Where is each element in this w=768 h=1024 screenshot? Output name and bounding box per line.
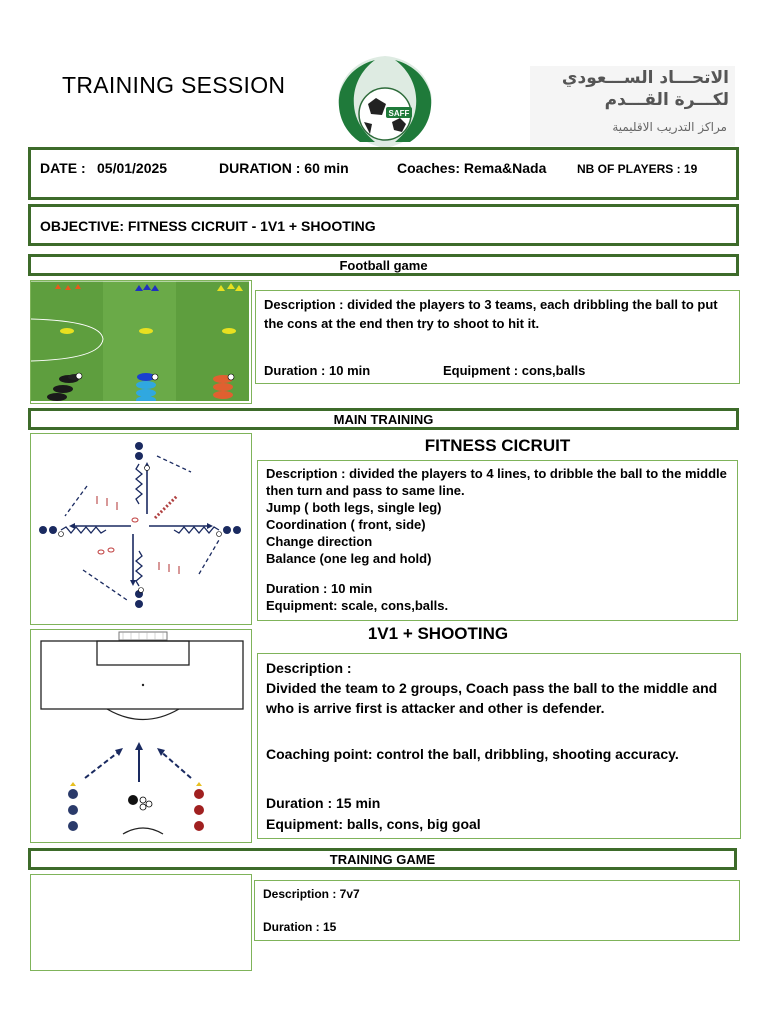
fitness-duration: Duration : 10 min — [266, 581, 373, 596]
training-game-duration: Duration : 15 — [263, 920, 337, 934]
objective: OBJECTIVE: FITNESS CICRUIT - 1V1 + SHOOT… — [40, 218, 376, 234]
football-game-duration: Duration : 10 min — [264, 363, 371, 378]
football-game-equipment: Equipment : cons,balls — [443, 363, 586, 378]
training-game-description: Description : 7v7 — [263, 887, 360, 901]
date-label: DATE : — [40, 160, 86, 176]
main-training-heading: MAIN TRAINING — [333, 412, 434, 427]
training-game-heading-box: TRAINING GAME — [28, 848, 737, 870]
fitness-exercise-item: Jump ( both legs, single leg) — [266, 500, 442, 515]
fitness-circuit-text-box: Description : divided the players to 4 l… — [257, 460, 738, 621]
training-game-heading: TRAINING GAME — [329, 852, 436, 867]
shooting-description: Divided the team to 2 groups, Coach pass… — [266, 680, 718, 716]
football-game-diagram — [30, 280, 252, 404]
fitness-exercise-item: Change direction — [266, 534, 373, 549]
shooting-duration: Duration : 15 min — [266, 795, 381, 811]
shooting-description-label: Description : — [266, 660, 352, 676]
main-training-heading-box: MAIN TRAINING — [28, 408, 739, 430]
fitness-circuit-diagram — [30, 433, 252, 625]
fitness-exercise-item: Balance (one leg and hold) — [266, 551, 432, 566]
football-game-heading-box: Football game — [28, 254, 739, 276]
shooting-diagram — [30, 629, 252, 843]
fitness-circuit-title: FITNESS CICRUIT — [424, 436, 571, 455]
football-game-description: Description : divided the players to 3 t… — [264, 297, 718, 331]
federation-name: الاتحـــاد الســـعودي لكـــرة القـــدم م… — [530, 66, 735, 146]
fitness-exercise-item: Coordination ( front, side) — [266, 517, 426, 532]
objective-box: OBJECTIVE: FITNESS CICRUIT - 1V1 + SHOOT… — [28, 204, 739, 246]
football-game-heading: Football game — [339, 258, 428, 273]
training-game-diagram — [30, 874, 252, 971]
logo-text: SAFF — [389, 109, 410, 118]
football-game-text-box: Description : divided the players to 3 t… — [255, 290, 740, 384]
shooting-title: 1V1 + SHOOTING — [367, 624, 509, 643]
date-value: 05/01/2025 — [97, 160, 168, 176]
saff-logo: SAFF — [330, 52, 440, 152]
shooting-coaching-point: Coaching point: control the ball, dribbl… — [266, 746, 679, 762]
fitness-description: Description : divided the players to 4 l… — [266, 466, 727, 498]
players-count: NB OF PLAYERS : 19 — [577, 162, 698, 176]
training-game-text-box: Description : 7v7 Duration : 15 — [254, 880, 740, 941]
session-duration: DURATION : 60 min — [219, 160, 349, 176]
fitness-equipment: Equipment: scale, cons,balls. — [266, 598, 449, 613]
session-info-box: DATE : 05/01/2025 DURATION : 60 min Coac… — [28, 147, 739, 200]
coaches: Coaches: Rema&Nada — [397, 160, 547, 176]
page-title: TRAINING SESSION — [62, 72, 286, 98]
fitness-exercise-list: Jump ( both legs, single leg) Coordinati… — [266, 499, 442, 567]
shooting-text-box: Description : Divided the team to 2 grou… — [257, 653, 741, 839]
shooting-equipment: Equipment: balls, cons, big goal — [266, 816, 481, 832]
